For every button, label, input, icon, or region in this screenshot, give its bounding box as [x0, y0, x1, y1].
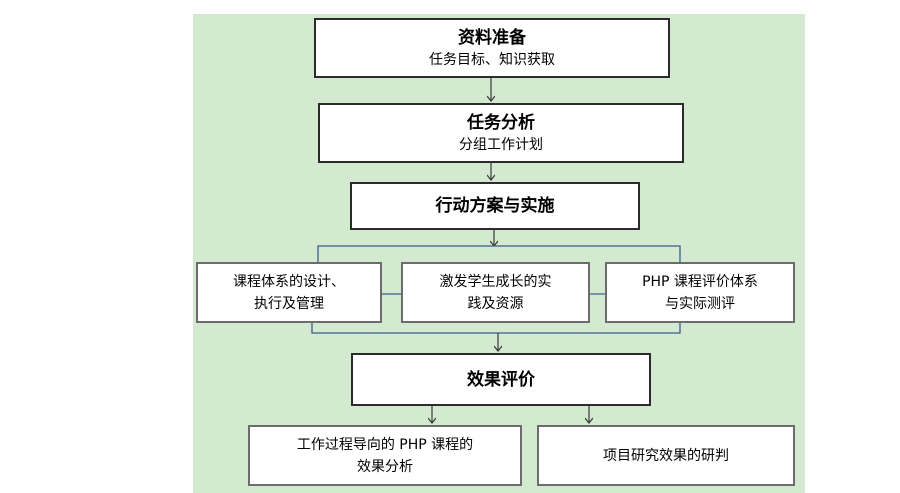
- step-data-preparation-title: 资料准备: [458, 28, 526, 48]
- outcome-research-judgement-text: 项目研究效果的研判: [603, 447, 729, 464]
- branch-curriculum-design-text: 课程体系的设计、 执行及管理: [233, 273, 345, 312]
- step-task-analysis-subtitle: 分组工作计划: [459, 137, 543, 153]
- step-task-analysis: 任务分析 分组工作计划: [318, 103, 684, 163]
- branch-curriculum-design: 课程体系的设计、 执行及管理: [196, 262, 382, 323]
- branch-php-evaluation-text: PHP 课程评价体系 与实际测评: [642, 273, 758, 312]
- branch-student-growth-text: 激发学生成长的实 践及资源: [439, 273, 552, 312]
- step-task-analysis-title: 任务分析: [467, 113, 535, 133]
- step-data-preparation-subtitle: 任务目标、知识获取: [429, 52, 555, 68]
- branch-merge-bar: [311, 322, 681, 334]
- outcome-php-effect-analysis: 工作过程导向的 PHP 课程的 效果分析: [248, 425, 522, 486]
- diagram-background-panel: [193, 14, 805, 493]
- step-data-preparation: 资料准备 任务目标、知识获取: [314, 18, 670, 78]
- step-effect-evaluation-title: 效果评价: [467, 369, 535, 390]
- step-action-plan: 行动方案与实施: [350, 182, 640, 230]
- branch-split-bar: [317, 245, 681, 262]
- outcome-research-judgement: 项目研究效果的研判: [537, 425, 795, 486]
- step-action-plan-title: 行动方案与实施: [435, 196, 555, 216]
- branch-php-evaluation: PHP 课程评价体系 与实际测评: [605, 262, 795, 323]
- outcome-php-effect-analysis-text: 工作过程导向的 PHP 课程的 效果分析: [296, 436, 474, 475]
- branch-student-growth: 激发学生成长的实 践及资源: [401, 262, 590, 323]
- step-effect-evaluation: 效果评价: [351, 353, 651, 406]
